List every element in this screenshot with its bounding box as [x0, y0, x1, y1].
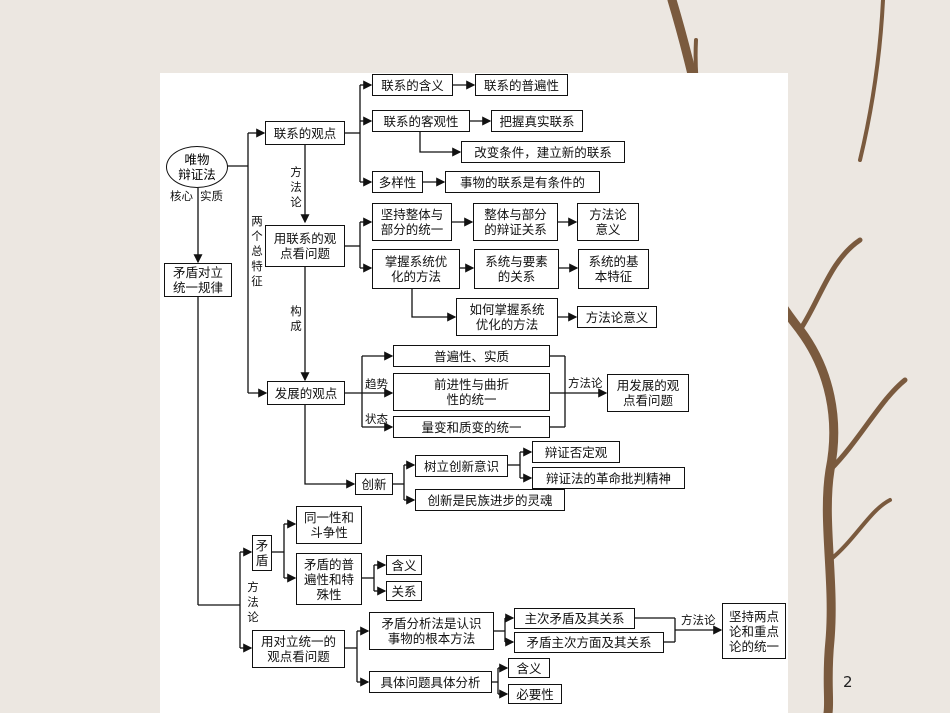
- node-whole-part-unity: 坚持整体与 部分的统一: [372, 203, 452, 241]
- node-grasp-real-connection: 把握真实联系: [491, 110, 583, 132]
- node-meaning-2: 含义: [508, 658, 550, 678]
- node-relation: 关系: [386, 581, 422, 601]
- label-methodology-1: 方法论: [290, 165, 302, 209]
- node-methodology-meaning-1: 方法论 意义: [577, 203, 639, 241]
- root-node: 唯物 辩证法: [166, 146, 228, 188]
- node-how-to-optimize: 如何掌握系统 优化的方法: [456, 298, 558, 336]
- node-law-of-contradiction: 矛盾对立 统一规律: [164, 263, 232, 297]
- node-progress-tortuousness: 前进性与曲折 性的统一: [393, 373, 550, 411]
- node-change-conditions: 改变条件，建立新的联系: [461, 141, 625, 163]
- node-innovation: 创新: [355, 473, 393, 495]
- node-methodology-meaning-2: 方法论意义: [577, 306, 657, 328]
- node-primary-secondary-aspects: 矛盾主次方面及其关系: [514, 632, 664, 653]
- node-see-with-development: 用发展的观 点看问题: [607, 374, 689, 412]
- label-core: 核心: [170, 189, 193, 203]
- node-see-with-unity-of-opposites: 用对立统一的 观点看问题: [252, 630, 345, 668]
- label-essence: 实质: [200, 189, 223, 203]
- node-meaning-of-connection: 联系的含义: [372, 74, 453, 96]
- node-view-of-development: 发展的观点: [267, 381, 345, 405]
- node-innovation-awareness: 树立创新意识: [415, 455, 508, 477]
- node-quantity-quality-change: 量变和质变的统一: [393, 416, 550, 438]
- node-view-of-connection: 联系的观点: [265, 121, 345, 145]
- label-methodology-contradiction: 方法论: [247, 580, 259, 624]
- node-soul-of-progress: 创新是民族进步的灵魂: [415, 489, 565, 511]
- label-methodology-development: 方法论: [568, 376, 603, 390]
- node-concrete-analysis: 具体问题具体分析: [369, 671, 492, 693]
- label-methodology-right: 方法论: [681, 613, 716, 627]
- label-state: 状态: [365, 412, 388, 426]
- page-number: 2: [843, 673, 853, 691]
- node-necessity: 必要性: [508, 684, 562, 704]
- node-contradiction-analysis: 矛盾分析法是认识 事物的根本方法: [369, 612, 494, 650]
- node-whole-part-relation: 整体与部分 的辩证关系: [473, 203, 558, 241]
- node-identity-struggle: 同一性和 斗争性: [296, 506, 362, 544]
- node-system-optimization: 掌握系统优 化的方法: [372, 249, 460, 289]
- node-meaning-1: 含义: [386, 555, 422, 575]
- label-two-features: 两个总特征: [251, 214, 263, 288]
- node-diversity: 多样性: [372, 171, 423, 193]
- node-contradiction: 矛 盾: [252, 535, 272, 571]
- node-two-point-key-point: 坚持两点 论和重点 论的统一: [722, 603, 786, 659]
- node-objectivity-of-connection: 联系的客观性: [372, 110, 470, 132]
- node-universality-of-connection: 联系的普遍性: [475, 74, 568, 96]
- node-universality-essence: 普遍性、实质: [393, 345, 550, 367]
- node-primary-secondary-contradiction: 主次矛盾及其关系: [514, 608, 635, 629]
- node-system-element-relation: 系统与要素 的关系: [474, 249, 559, 289]
- label-composition: 构成: [290, 304, 302, 333]
- node-revolutionary-spirit: 辩证法的革命批判精神: [532, 467, 685, 489]
- node-dialectical-negation: 辩证否定观: [532, 441, 620, 463]
- label-trend: 趋势: [365, 377, 388, 391]
- node-conditional-connection: 事物的联系是有条件的: [445, 171, 600, 193]
- node-universality-particularity: 矛盾的普 遍性和特 殊性: [296, 553, 362, 605]
- node-system-features: 系统的基 本特征: [578, 249, 649, 289]
- node-see-with-connection: 用联系的观 点看问题: [265, 225, 345, 267]
